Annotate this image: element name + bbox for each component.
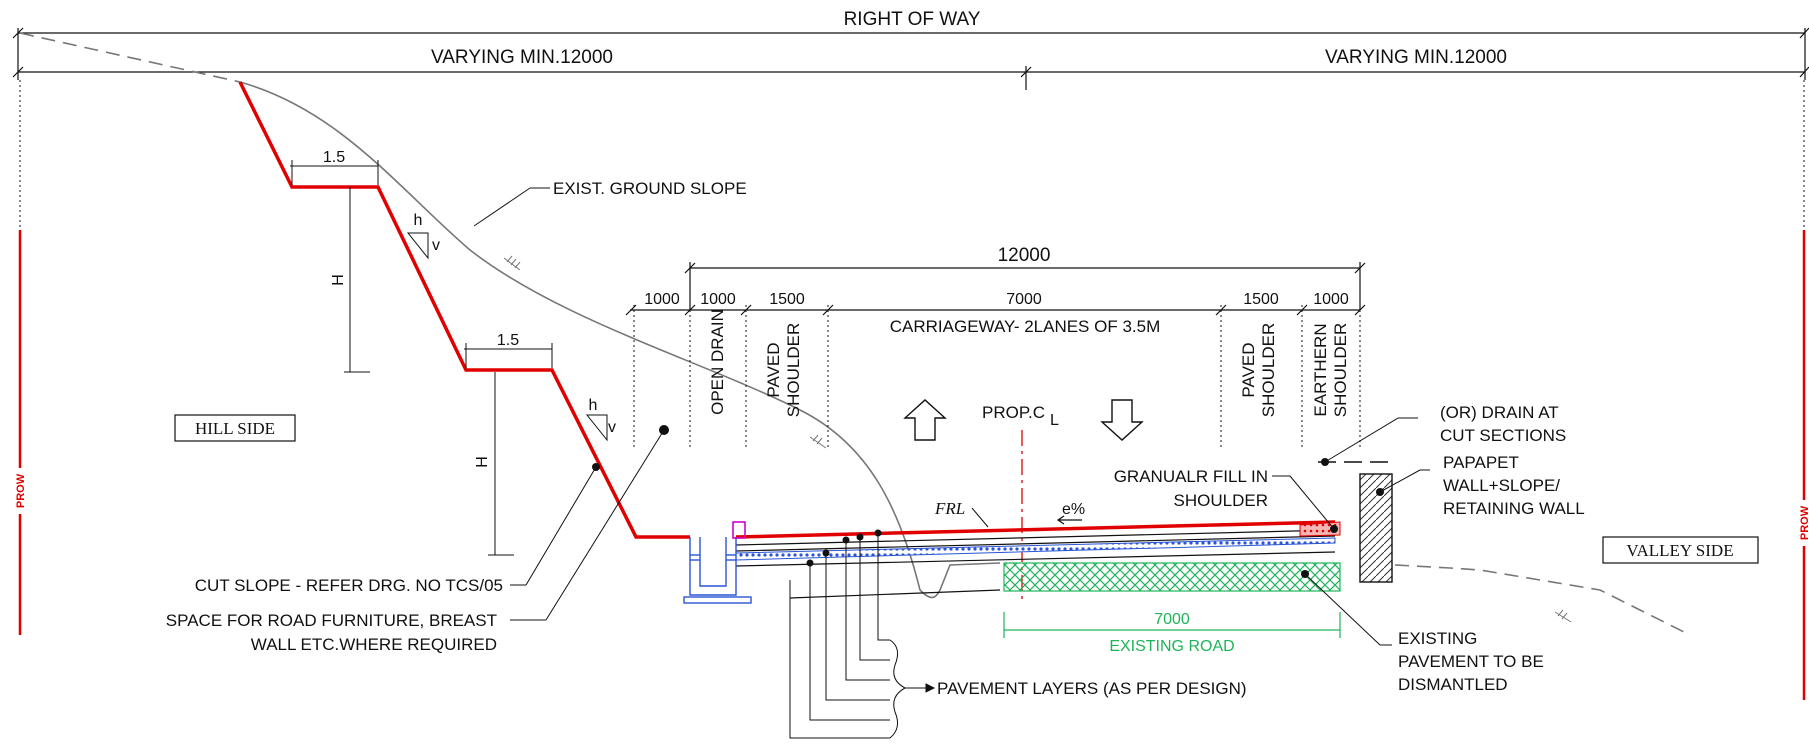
height1-label: H (330, 274, 347, 286)
slope1-h: h (414, 212, 423, 229)
existing-pavement-label-2: PAVEMENT TO BE (1398, 652, 1544, 671)
paved-shoulder-right-l2: SHOULDER (1259, 323, 1278, 417)
open-drain-label: OPEN DRAIN (708, 309, 727, 415)
existing-road-width: 7000 (1154, 611, 1190, 628)
cut-slope-profile (238, 81, 690, 539)
pavement-layer-dots (806, 529, 882, 567)
existing-pavement-callout (1301, 570, 1392, 646)
crossfall-arrow-icon (1056, 515, 1082, 525)
right-of-way-label: RIGHT OF WAY (844, 9, 981, 30)
cut-slope-callout (510, 463, 600, 586)
hill-side-box (174, 414, 296, 442)
parapet-callout (1376, 469, 1430, 496)
earthen-shoulder-l2: SHOULDER (1331, 323, 1350, 417)
up-traffic-arrow-icon (903, 399, 947, 441)
existing-road-label: EXISTING ROAD (1109, 638, 1234, 655)
drain-kerb (732, 521, 746, 539)
centerline-label: PROP.C (982, 403, 1045, 422)
slope1-triangle (406, 232, 429, 260)
slope1-v: v (432, 237, 440, 254)
existing-road-dim (1003, 612, 1341, 638)
bench2-width-label: 1.5 (497, 332, 519, 349)
parapet-label-2: WALL+SLOPE/ (1443, 476, 1560, 495)
granular-label-1: GRANUALR FILL IN (1114, 467, 1268, 486)
pavement-layers-label: PAVEMENT LAYERS (AS PER DESIGN) (937, 679, 1247, 698)
dim-space-1000: 1000 (644, 291, 680, 308)
cut-slope-ref-label: CUT SLOPE - REFER DRG. NO TCS/05 (195, 576, 503, 595)
furniture-callout (510, 425, 669, 621)
granular-callout (1272, 475, 1338, 533)
existing-road-hatch (1003, 562, 1341, 592)
existing-ground-valley (1394, 564, 1691, 636)
drain-cut-label-2: CUT SECTIONS (1440, 426, 1566, 445)
left-span-label: VARYING MIN.12000 (431, 47, 613, 68)
pavement-layers-leaders (789, 533, 936, 739)
slope2-triangle (585, 414, 608, 442)
dim-carriageway-7000: 7000 (1006, 291, 1042, 308)
frl-label: FRL (934, 499, 965, 518)
paved-shoulder-right-l1: PAVED (1239, 342, 1258, 397)
overall-12000-dim (684, 262, 1366, 310)
retaining-wall (1359, 473, 1393, 583)
overall-12000-label: 12000 (998, 245, 1051, 266)
left-prow-label: PROW (15, 473, 27, 508)
slope2-h: h (589, 397, 598, 414)
earthen-shoulder-l1: EARTHERN (1311, 323, 1330, 416)
height1-dim (344, 187, 370, 373)
height2-label: H (474, 456, 491, 468)
parapet-label-1: PAPAPET (1443, 453, 1519, 472)
paved-shoulder-left-l2: SHOULDER (784, 323, 803, 417)
existing-ground-dashed-left (19, 32, 241, 83)
dim-earthen-1000: 1000 (1313, 291, 1349, 308)
hill-side-label: HILL SIDE (195, 419, 275, 438)
bench1-width-dim (290, 160, 379, 185)
granular-fill-shoulder (1299, 521, 1341, 537)
dim-paved-left-1500: 1500 (769, 291, 805, 308)
height2-dim (488, 372, 514, 556)
existing-pavement-label-1: EXISTING (1398, 629, 1477, 648)
centerline-sub: L (1050, 412, 1059, 429)
bench2-width-dim (464, 343, 553, 368)
parapet-label-3: RETAINING WALL (1443, 499, 1585, 518)
open-drain-structure (683, 537, 752, 604)
frl-leader (971, 507, 989, 528)
furniture-label-2: WALL ETC.WHERE REQUIRED (251, 635, 497, 654)
paved-shoulder-left-l1: PAVED (764, 342, 783, 397)
drain-cut-callout (1321, 417, 1418, 466)
bench1-width-label: 1.5 (323, 149, 345, 166)
existing-pavement-label-3: DISMANTLED (1398, 675, 1508, 694)
drain-cut-label-1: (OR) DRAIN AT (1440, 403, 1559, 422)
valley-side-label: VALLEY SIDE (1626, 541, 1733, 560)
carriageway-label: CARRIAGEWAY- 2LANES OF 3.5M (890, 317, 1161, 336)
slope2-v: v (608, 419, 616, 436)
ground-hatch-marks (503, 255, 1572, 623)
varying-span-dimension (12, 66, 1809, 90)
pavement-structure (735, 520, 1336, 599)
granular-label-2: SHOULDER (1174, 491, 1268, 510)
furniture-label-1: SPACE FOR ROAD FURNITURE, BREAST (166, 611, 497, 630)
right-prow-label: PROW (1799, 505, 1809, 540)
dim-paved-right-1500: 1500 (1243, 291, 1279, 308)
ground-slope-label: EXIST. GROUND SLOPE (553, 179, 747, 198)
zone-boundary-lines (633, 305, 1361, 450)
valley-side-box (1602, 536, 1759, 564)
existing-ground-line (239, 81, 1001, 599)
ground-label-leader (473, 187, 531, 227)
crossfall-label: e% (1062, 501, 1085, 518)
right-span-label: VARYING MIN.12000 (1325, 47, 1507, 68)
dim-drain-1000: 1000 (700, 291, 736, 308)
down-traffic-arrow-icon (1100, 399, 1144, 441)
